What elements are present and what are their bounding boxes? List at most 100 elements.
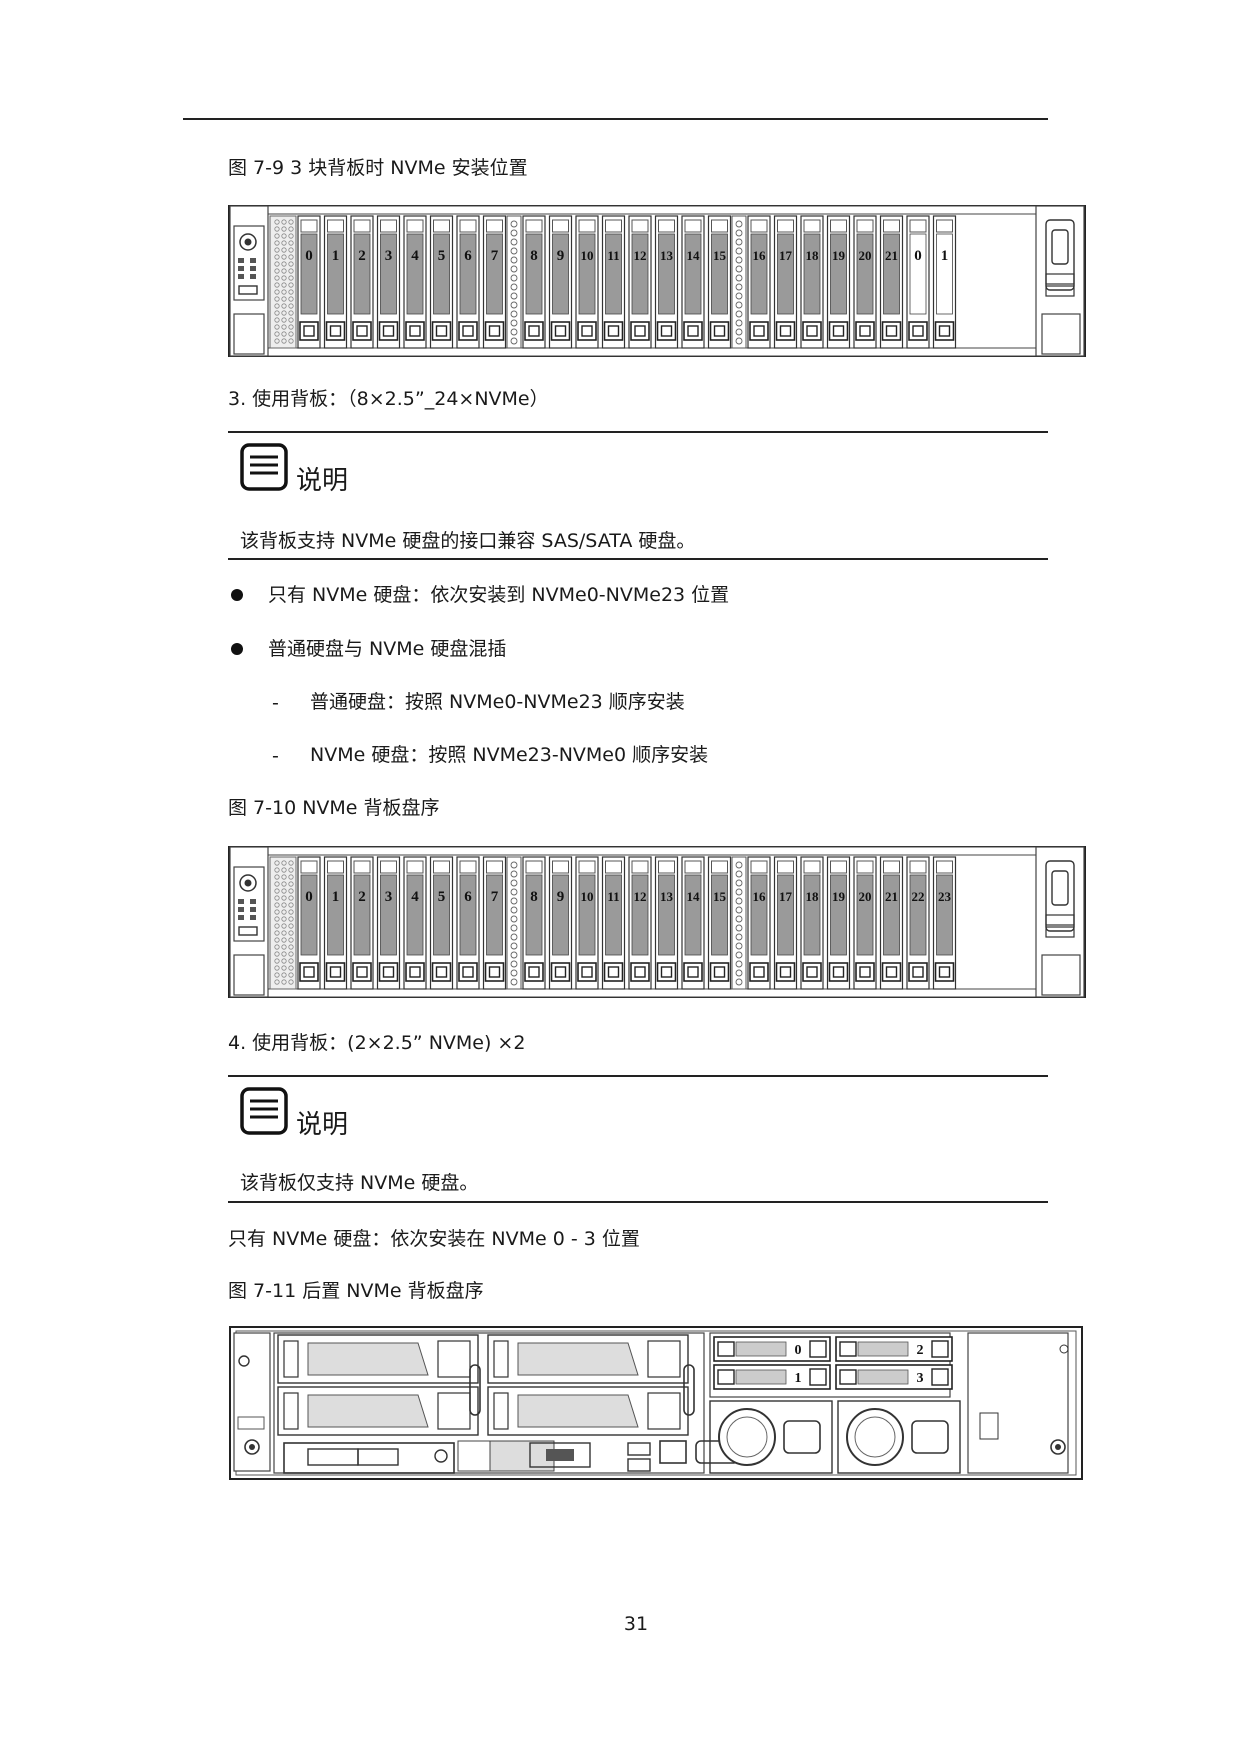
bay-number: 0 bbox=[305, 889, 313, 905]
bay-number: 19 bbox=[832, 889, 846, 904]
right-ear bbox=[1035, 205, 1085, 357]
drive-bay: 8 bbox=[522, 215, 546, 349]
drive-bay: 23 bbox=[932, 856, 957, 990]
rear-bay-number: 3 bbox=[917, 1371, 924, 1386]
drive-bay: 0 bbox=[297, 856, 321, 990]
bay-number: 17 bbox=[779, 889, 793, 904]
bay-number: 17 bbox=[779, 248, 793, 263]
drive-bay: 11 bbox=[601, 856, 626, 990]
note-title: 说明 bbox=[296, 1110, 349, 1140]
bay-number: 2 bbox=[358, 889, 366, 905]
bay-number: 16 bbox=[753, 248, 767, 263]
drive-bay: 17 bbox=[773, 215, 798, 349]
bay-number: 9 bbox=[557, 248, 565, 264]
drive-bay: 16 bbox=[747, 856, 771, 990]
drive-bay: 3 bbox=[376, 856, 401, 990]
rear-bay-number: 2 bbox=[917, 1343, 924, 1358]
drive-bay: 18 bbox=[800, 856, 824, 990]
bay-number: 3 bbox=[385, 889, 393, 905]
bay-number: 3 bbox=[385, 248, 393, 264]
bay-number: 13 bbox=[660, 248, 674, 263]
bay-number: 14 bbox=[687, 248, 701, 263]
drive-bay: 14 bbox=[681, 856, 705, 990]
drive-bay: 1 bbox=[932, 215, 957, 349]
note-icon bbox=[240, 1087, 288, 1135]
bay-number: 6 bbox=[464, 248, 472, 264]
bay-number: 0 bbox=[914, 248, 922, 264]
bay-number: 12 bbox=[634, 248, 647, 263]
figure-caption-7-11: 图 7-11 后置 NVMe 背板盘序 bbox=[228, 1280, 484, 1302]
drive-bay: 15 bbox=[707, 215, 732, 349]
bay-number: 5 bbox=[438, 889, 446, 905]
install-order-text: 只有 NVMe 硬盘：依次安装在 NVMe 0 - 3 位置 bbox=[228, 1228, 640, 1250]
bay-number: 10 bbox=[581, 889, 594, 904]
vent bbox=[269, 215, 297, 349]
rear-drive-sled bbox=[277, 1334, 479, 1384]
right-ear bbox=[1035, 846, 1085, 998]
group-separator bbox=[731, 856, 747, 990]
group-separator bbox=[506, 856, 522, 990]
bay-number: 2 bbox=[358, 248, 366, 264]
rear-drive-sled bbox=[277, 1386, 479, 1436]
bay-number: 13 bbox=[660, 889, 674, 904]
drive-bay: 6 bbox=[456, 856, 480, 990]
drive-bay: 5 bbox=[429, 856, 454, 990]
note-bottom-rule bbox=[228, 1201, 1048, 1203]
section-4-heading: 4. 使用背板：(2×2.5” NVMe) ×2 bbox=[228, 1032, 526, 1054]
rear-nvme-bay: 1 bbox=[713, 1364, 831, 1390]
bullet-item: 只有 NVMe 硬盘：依次安装到 NVMe0-NVMe23 位置 bbox=[268, 584, 730, 606]
bay-number: 23 bbox=[938, 889, 952, 904]
section-3-heading: 3. 使用背板：（8×2.5”_24×NVMe） bbox=[228, 388, 549, 410]
bullet-marker bbox=[231, 643, 243, 655]
sub-item: NVMe 硬盘：按照 NVMe23-NVMe0 顺序安装 bbox=[310, 744, 709, 766]
group-separator bbox=[506, 215, 522, 349]
bay-number: 8 bbox=[530, 248, 538, 264]
drive-bay: 20 bbox=[853, 215, 877, 349]
drive-bay: 7 bbox=[482, 215, 507, 349]
sub-item-dash: - bbox=[272, 745, 279, 767]
figure-caption-7-10: 图 7-10 NVMe 背板盘序 bbox=[228, 797, 440, 819]
bay-number: 21 bbox=[885, 248, 898, 263]
sub-item: 普通硬盘：按照 NVMe0-NVMe23 顺序安装 bbox=[310, 691, 685, 713]
figure-caption-7-9: 图 7-9 3 块背板时 NVMe 安装位置 bbox=[228, 157, 528, 179]
bay-number: 22 bbox=[912, 889, 925, 904]
drive-bay: 20 bbox=[853, 856, 877, 990]
bay-number: 1 bbox=[941, 248, 949, 264]
bay-number: 8 bbox=[530, 889, 538, 905]
drive-bay: 11 bbox=[601, 215, 626, 349]
drive-bay: 10 bbox=[575, 856, 599, 990]
bay-number: 11 bbox=[607, 248, 619, 263]
rear-drive-sled bbox=[487, 1334, 689, 1384]
drive-bay: 4 bbox=[403, 215, 427, 349]
drive-bay: 5 bbox=[429, 215, 454, 349]
drive-bay: 0 bbox=[297, 215, 321, 349]
note-text: 该背板仅支持 NVMe 硬盘。 bbox=[240, 1172, 479, 1194]
bay-number: 4 bbox=[411, 248, 419, 264]
drive-bay: 9 bbox=[548, 215, 573, 349]
rear-nvme-bay: 2 bbox=[835, 1336, 953, 1362]
bay-number: 0 bbox=[305, 248, 313, 264]
bay-number: 19 bbox=[832, 248, 846, 263]
bay-number: 16 bbox=[753, 889, 767, 904]
drive-bay: 21 bbox=[879, 215, 904, 349]
bay-number: 18 bbox=[806, 889, 820, 904]
drive-bay: 10 bbox=[575, 215, 599, 349]
bay-number: 7 bbox=[491, 889, 499, 905]
bay-number: 10 bbox=[581, 248, 594, 263]
header-rule bbox=[183, 118, 1048, 120]
drive-bay: 14 bbox=[681, 215, 705, 349]
drive-bay: 2 bbox=[350, 215, 374, 349]
note-icon bbox=[240, 443, 288, 491]
note-top-rule bbox=[228, 1075, 1048, 1077]
note-bottom-rule bbox=[228, 558, 1048, 560]
bay-number: 7 bbox=[491, 248, 499, 264]
bay-number: 1 bbox=[332, 248, 340, 264]
bay-number: 15 bbox=[713, 889, 727, 904]
bay-number: 20 bbox=[859, 889, 872, 904]
page-number: 31 bbox=[623, 1613, 649, 1635]
note-top-rule bbox=[228, 431, 1048, 433]
bay-number: 14 bbox=[687, 889, 701, 904]
